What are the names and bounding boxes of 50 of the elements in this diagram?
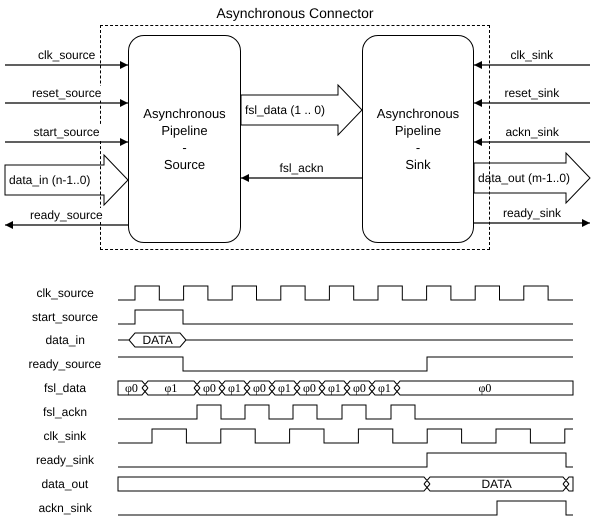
arrow [474,138,590,146]
bus-value: φ0 [203,382,216,394]
signal-name: ackn_sink [38,501,92,515]
edge-label: reset_source [31,86,102,100]
bus-value: φ1 [164,382,178,394]
bus-value: φ1 [278,382,291,394]
bus-value: DATA [482,478,512,490]
group-title: Asynchronous Connector [215,5,375,22]
signal-name: data_in [46,333,85,347]
signal-name: clk_source [36,286,94,300]
arrow [5,138,128,146]
bus-value: φ0 [353,382,366,394]
edge-label: fsl_ackn [278,161,325,175]
bus-value: φ1 [378,382,391,394]
signal-name: data_out [42,477,88,491]
signal-name: fsl_data [44,381,86,395]
arrow [5,221,128,229]
edge-label: data_out (m-1..0) [477,171,572,185]
block-arrow [4,154,129,206]
block-arrow [474,152,591,204]
block-arrow [240,84,363,136]
signal-name: ready_sink [36,453,94,467]
arrow [241,174,362,182]
edge-label: start_source [32,125,101,139]
edge-label: data_in (n-1..0) [8,173,92,187]
bus-value: φ0 [303,382,316,394]
edge-label: reset_sink [504,86,560,100]
bus-value: φ0 [478,382,492,394]
arrow [474,61,590,69]
bus-value: φ1 [228,382,241,394]
signal-name: ready_source [28,357,102,371]
edge-label: fsl_data (1 .. 0) [244,103,326,117]
arrow [474,99,590,107]
signal-name: fsl_ackn [43,405,88,419]
bus-value: φ0 [125,382,138,394]
edge-label: ready_sink [502,206,562,220]
signal-name: clk_sink [44,429,86,443]
signal-name: start_source [32,310,98,324]
edge-label: ackn_sink [504,125,560,139]
arrow [474,219,590,227]
arrow [5,99,128,107]
arrow [5,61,128,69]
edge-label: ready_source [29,208,104,222]
bus-value: φ0 [253,382,266,394]
rounded-box: Asynchronous Pipeline - Sink [362,35,474,243]
bus-value: DATA [142,334,173,346]
edge-label: clk_source [37,48,96,62]
rounded-box: Asynchronous Pipeline - Source [128,35,241,243]
edge-label: clk_sink [510,48,554,62]
bus-value: φ1 [328,382,341,394]
